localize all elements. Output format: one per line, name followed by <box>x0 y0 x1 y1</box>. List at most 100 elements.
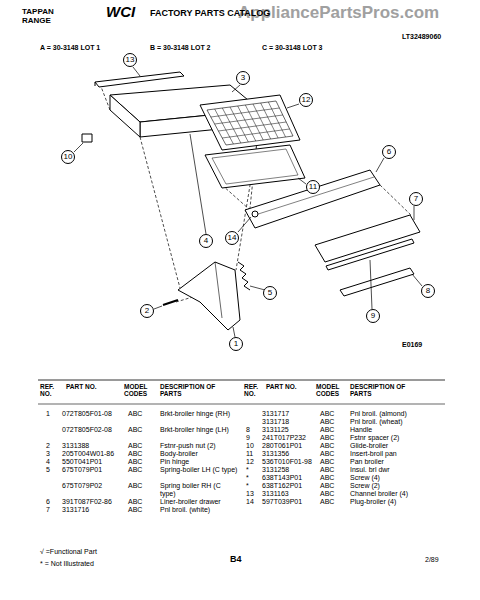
table-cell: 10 <box>246 442 254 450</box>
table-cell: Screw (2) <box>350 482 445 490</box>
callout-number: 10 <box>61 150 75 164</box>
liner-broiler-drawer <box>245 170 380 228</box>
table-cell: Channel broiler (4) <box>350 490 445 498</box>
table-cell: ABC <box>320 426 334 434</box>
product-name: RANGE <box>22 17 51 26</box>
callout-number: 11 <box>306 180 320 194</box>
table-cell: 638T162P01 <box>262 482 302 490</box>
table-cell: 072T805F01-08 <box>62 410 112 418</box>
table-cell: Screw (4) <box>350 474 445 482</box>
table-cell: ABC <box>320 498 334 506</box>
footnote: √ =Functional Part <box>40 548 97 556</box>
callout-number: 9 <box>366 309 380 323</box>
table-cell: ABC <box>320 482 334 490</box>
catalog-title: FACTORY PARTS CATALOG <box>150 9 270 19</box>
table-cell: ABC <box>128 466 142 474</box>
model-code: A = 30-3148 LOT 1 <box>40 44 100 52</box>
table-cell: Brkt-broiler hinge (LH) <box>160 426 238 434</box>
table-cell: 550T041P01 <box>62 458 102 466</box>
model-code: C = 30-3148 LOT 3 <box>262 44 323 52</box>
callout-number: 3 <box>236 71 250 85</box>
table-cell: 6 <box>46 498 50 506</box>
table-cell: 4 <box>46 458 50 466</box>
table-cell: 7 <box>46 506 50 514</box>
table-cell: 1 <box>46 410 50 418</box>
table-header: REF. NO. <box>40 383 64 397</box>
table-cell: 3131163 <box>262 490 289 498</box>
table-header: DESCRIPTION OF PARTS <box>160 383 222 397</box>
table-cell: 11 <box>246 450 253 458</box>
table-cell: ABC <box>128 498 142 506</box>
callout-number: 1 <box>229 337 243 351</box>
table-cell: Insert-broil pan <box>350 450 445 458</box>
table-cell: Pin hinge <box>160 458 238 466</box>
table-header: REF. NO. <box>244 383 266 397</box>
table-cell: 2 <box>46 442 50 450</box>
table-cell: 3131716 <box>62 506 89 514</box>
table-cell: 3131258 <box>262 466 289 474</box>
table-header: PART NO. <box>266 383 302 390</box>
table-cell: ABC <box>128 450 142 458</box>
table-cell: ABC <box>320 442 334 450</box>
model-code: B = 30-3148 LOT 2 <box>150 44 211 52</box>
catalog-number: LT32489060 <box>402 33 441 41</box>
callout-number: 2 <box>140 304 154 318</box>
table-cell: 638T143P01 <box>262 474 302 482</box>
table-cell: 3 <box>46 450 50 458</box>
table-cell: 3131718 <box>262 418 289 426</box>
table-cell: 280T061P01 <box>262 442 302 450</box>
table-cell: 597T039P01 <box>262 498 302 506</box>
table-cell: 241T017P232 <box>262 434 306 442</box>
callout-number: 6 <box>382 145 396 159</box>
table-header: MODEL CODES <box>316 383 348 397</box>
callout-number: 8 <box>421 284 435 298</box>
table-cell: 9 <box>246 434 250 442</box>
table-cell: Spring boiler RH (C type) <box>160 482 238 497</box>
callout-number: 14 <box>225 231 239 245</box>
spring-broiler <box>238 262 250 290</box>
table-cell: Liner-broiler drawer <box>160 498 238 506</box>
table-cell: Pan broiler <box>350 458 445 466</box>
table-cell: Brkt-broiler hinge (RH) <box>160 410 238 418</box>
table-cell: ABC <box>320 474 334 482</box>
callout-number: 7 <box>409 192 423 206</box>
brand-name: TAPPAN <box>22 8 54 17</box>
table-cell: ABC <box>128 458 142 466</box>
table-cell: Handle <box>350 426 445 434</box>
glide-broiler <box>82 134 92 142</box>
table-cell: ABC <box>128 482 142 490</box>
table-cell: Spring-boiler LH (C type) <box>160 466 238 474</box>
table-cell: ABC <box>128 442 142 450</box>
table-cell: Fstnr-push nut (2) <box>160 442 238 450</box>
leader-lines <box>74 67 422 337</box>
pan-broiler <box>200 95 300 150</box>
table-cell: 8 <box>246 426 250 434</box>
table-cell: 5 <box>46 466 50 474</box>
push-nut <box>163 300 178 305</box>
table-cell: ABC <box>320 410 334 418</box>
table-cell: 391T087F02-86 <box>62 498 112 506</box>
table-header: MODEL CODES <box>124 383 156 397</box>
table-cell: 072T805F02-08 <box>62 426 112 434</box>
table-cell: 3131356 <box>262 450 289 458</box>
table-cell: ABC <box>320 418 334 426</box>
table-cell: ABC <box>320 490 334 498</box>
table-cell: 13 <box>246 490 254 498</box>
callout-number: 4 <box>199 234 213 248</box>
table-cell: Pnl broil. (white) <box>160 506 238 514</box>
table-cell: ABC <box>128 426 142 434</box>
table-cell: * <box>246 474 249 482</box>
insert-broil-pan <box>205 145 305 188</box>
footnote: * = Not Illustrated <box>40 560 94 568</box>
callout-number: 12 <box>299 93 313 107</box>
table-cell: Insul. brl dwr <box>350 466 445 474</box>
table-header: PART NO. <box>66 383 102 390</box>
table-cell: 3131717 <box>262 410 289 418</box>
channel-broiler <box>95 72 184 87</box>
table-cell: ABC <box>320 458 334 466</box>
table-header: DESCRIPTION OF PARTS <box>350 383 412 397</box>
table-cell: Plug-broiler (4) <box>350 498 445 506</box>
plug-broiler <box>252 211 258 217</box>
table-cell: Fstnr spacer (2) <box>350 434 445 442</box>
table-cell: 3131125 <box>262 426 289 434</box>
